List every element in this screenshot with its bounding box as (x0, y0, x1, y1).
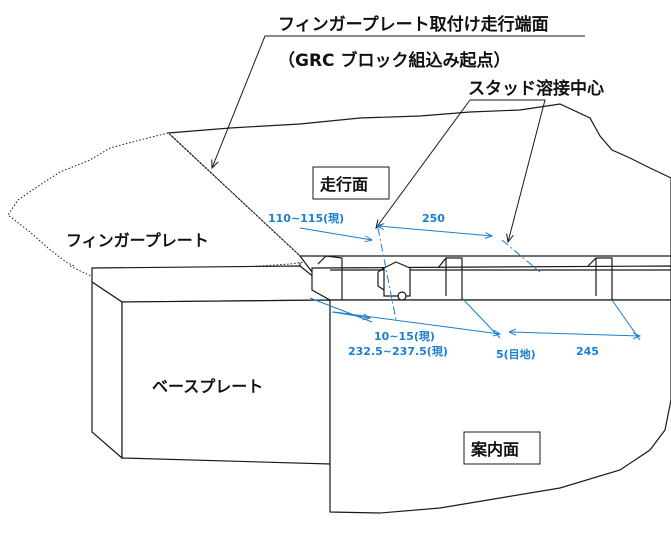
guide-surface-box (463, 431, 541, 465)
dim-232-237: 232.5~237.5(現) (348, 345, 448, 358)
dim-10-15: 10~15(現) (374, 330, 435, 343)
dim-ext-1 (309, 297, 373, 323)
block-joint-1 (437, 257, 463, 300)
grc-block-row (311, 265, 671, 301)
base-plate-top (91, 265, 331, 303)
running-surface-box (312, 166, 390, 200)
stud-bracket (383, 261, 411, 297)
stud-center-label: スタッド溶接中心 (468, 78, 604, 99)
block-joint-2 (587, 257, 613, 300)
top-callout-line1: フィンガープレート取付け走行端面 (278, 14, 549, 35)
stud-hole (397, 291, 407, 301)
dim-ext-3 (611, 299, 641, 341)
dim-line-250 (378, 226, 492, 236)
dim-ext-2 (461, 297, 501, 339)
base-plate-front (91, 280, 123, 460)
dim-line-245 (510, 332, 640, 336)
stud-callout-leader (376, 99, 471, 228)
base-plate-label: ベースプレート (152, 377, 263, 396)
stud-plate (377, 267, 385, 291)
top-callout-leader (212, 35, 585, 168)
finger-plate-label: フィンガープレート (66, 231, 209, 250)
guide-surface-face (329, 299, 671, 514)
stud-callout-leader-2 (470, 99, 546, 242)
guide-surface-label: 案内面 (470, 440, 519, 459)
top-callout-line2: （GRC ブロック組込み起点） (278, 50, 510, 71)
dim-line-110 (299, 227, 372, 240)
dim-250: 250 (422, 212, 445, 225)
dim-5-joint: 5(目地) (496, 347, 536, 361)
dim-110-115: 110~115(現) (268, 212, 344, 225)
block-joint-left (317, 255, 343, 300)
dim-245: 245 (576, 345, 599, 358)
finger-plate-shape (7, 132, 306, 275)
finger-plate-edge (171, 135, 303, 259)
dim-line-232 (333, 311, 500, 334)
running-surface-label: 走行面 (319, 175, 368, 194)
